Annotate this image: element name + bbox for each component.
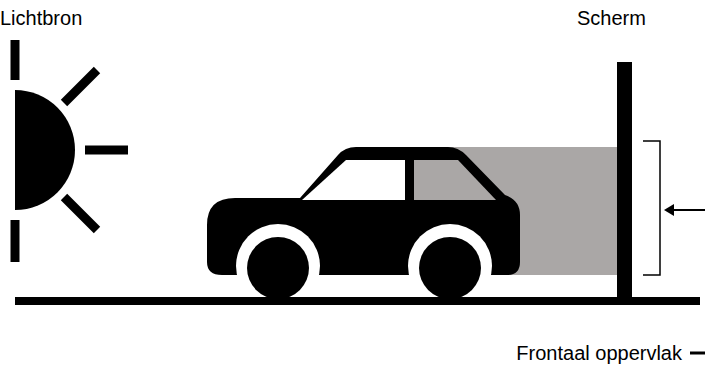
legend-sample xyxy=(690,352,705,355)
legend-text: Frontaal oppervlak xyxy=(516,341,682,365)
ground-line xyxy=(15,297,700,305)
sun-rays xyxy=(15,40,128,262)
bracket xyxy=(643,141,660,275)
screen xyxy=(617,62,632,305)
wheel-arch xyxy=(408,224,492,308)
arrow-line xyxy=(672,209,705,211)
text-label: Scherm xyxy=(577,6,646,30)
wheel-arch xyxy=(236,224,320,308)
text-label: Lichtbron xyxy=(0,6,82,30)
car-window-front xyxy=(302,160,405,200)
car-window-rear xyxy=(414,160,496,200)
wheel xyxy=(419,237,481,299)
wheel xyxy=(247,237,309,299)
arrow-head xyxy=(664,204,674,216)
sun-half xyxy=(15,90,75,210)
